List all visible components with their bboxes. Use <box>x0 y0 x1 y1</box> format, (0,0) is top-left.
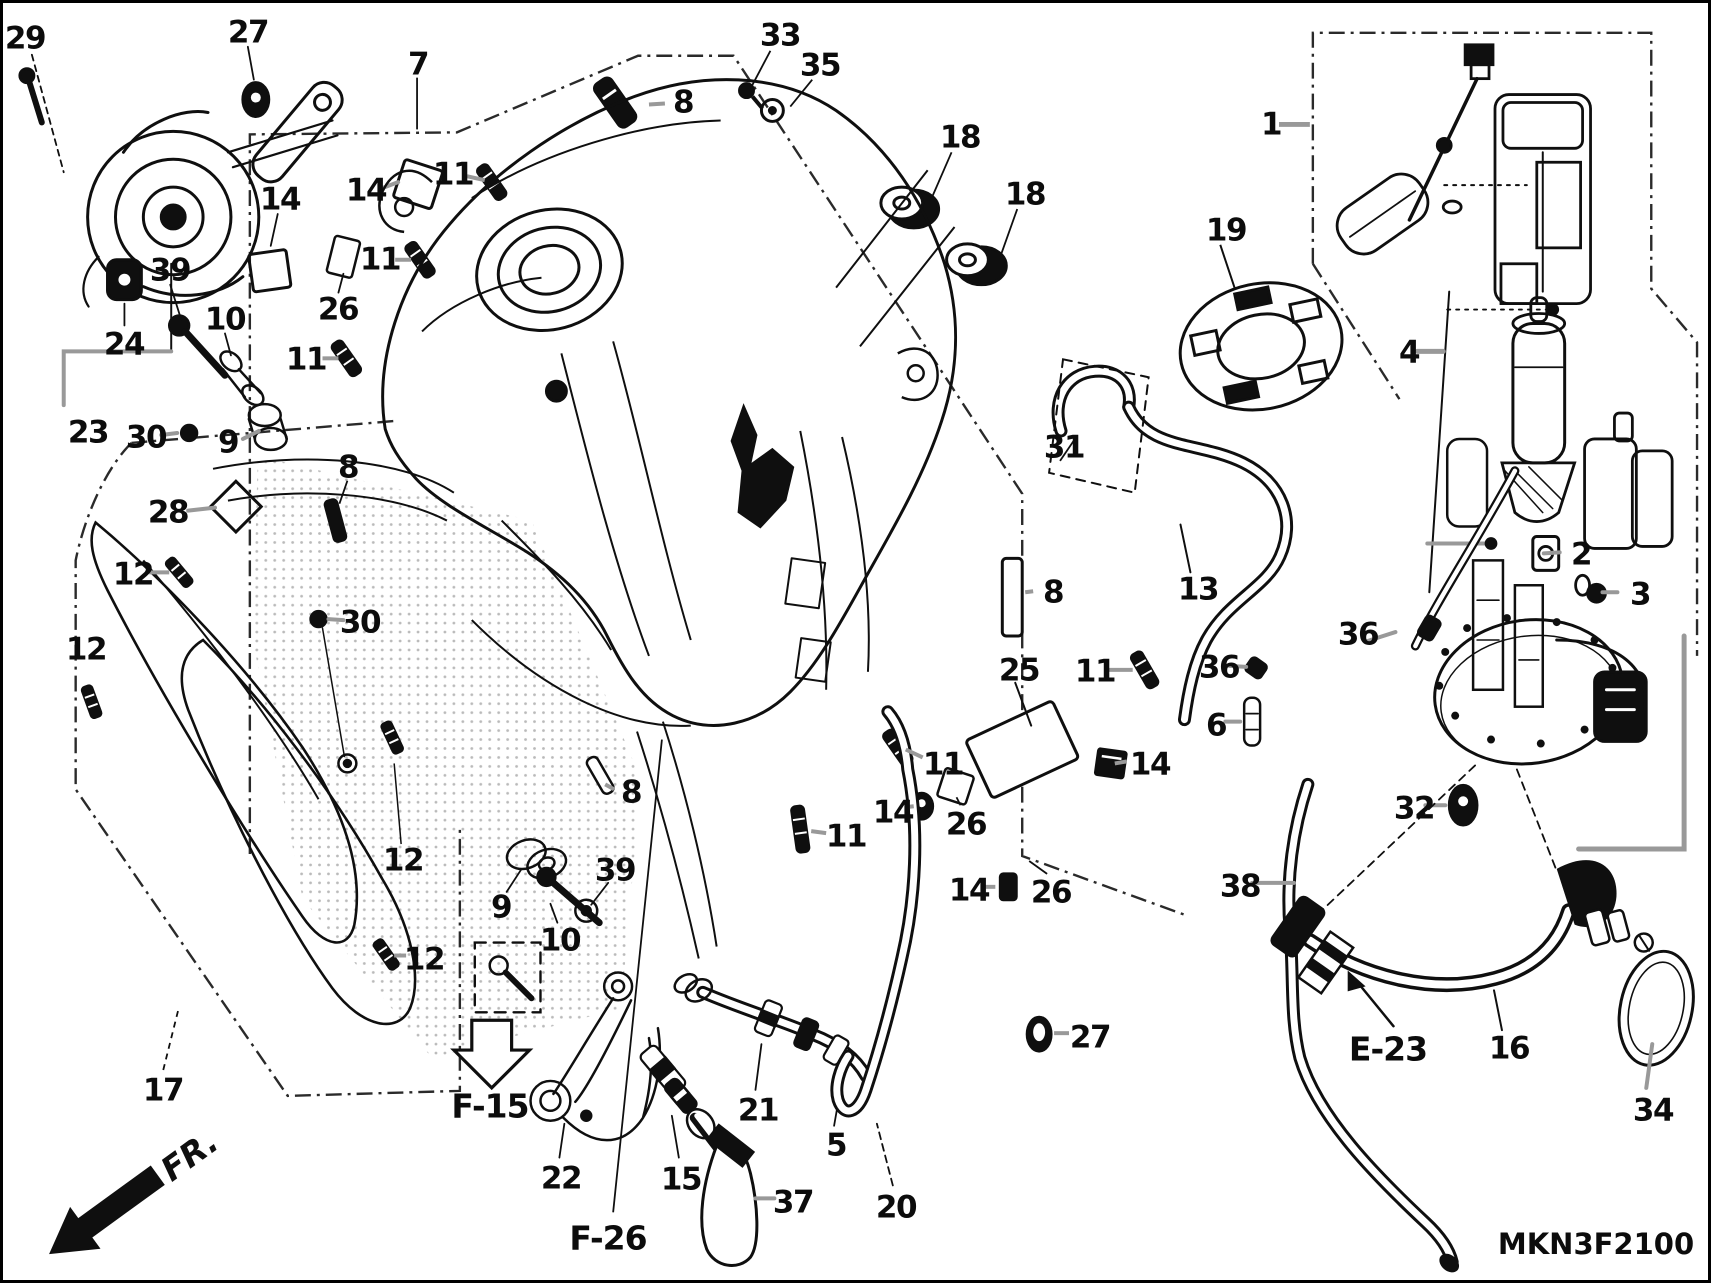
fr-direction-arrow: FR. <box>49 1122 226 1255</box>
fuel-cap-assembly <box>18 45 344 408</box>
diagram-code: MKN3F2100 <box>1497 1227 1695 1261</box>
pump-gasket <box>1178 281 1344 412</box>
parts-illustration: FR. <box>18 31 1699 1273</box>
leader-lines <box>322 50 1310 1213</box>
fr-label: FR. <box>154 1122 226 1188</box>
side-cover-panels <box>90 458 455 1071</box>
fuel-tank <box>378 78 958 959</box>
lower-pipes-and-stay <box>450 705 922 1267</box>
upper-left-fasteners <box>159 158 444 774</box>
wing-emblem <box>730 403 795 529</box>
feed-hose-assembly <box>1270 633 1695 1090</box>
drain-tube-38 <box>1250 777 1460 1273</box>
stipple-shading <box>252 455 642 1059</box>
small-pins <box>80 76 1160 1053</box>
fuel-pump-module <box>1223 43 1674 925</box>
breather-hose-13 <box>1014 358 1294 727</box>
